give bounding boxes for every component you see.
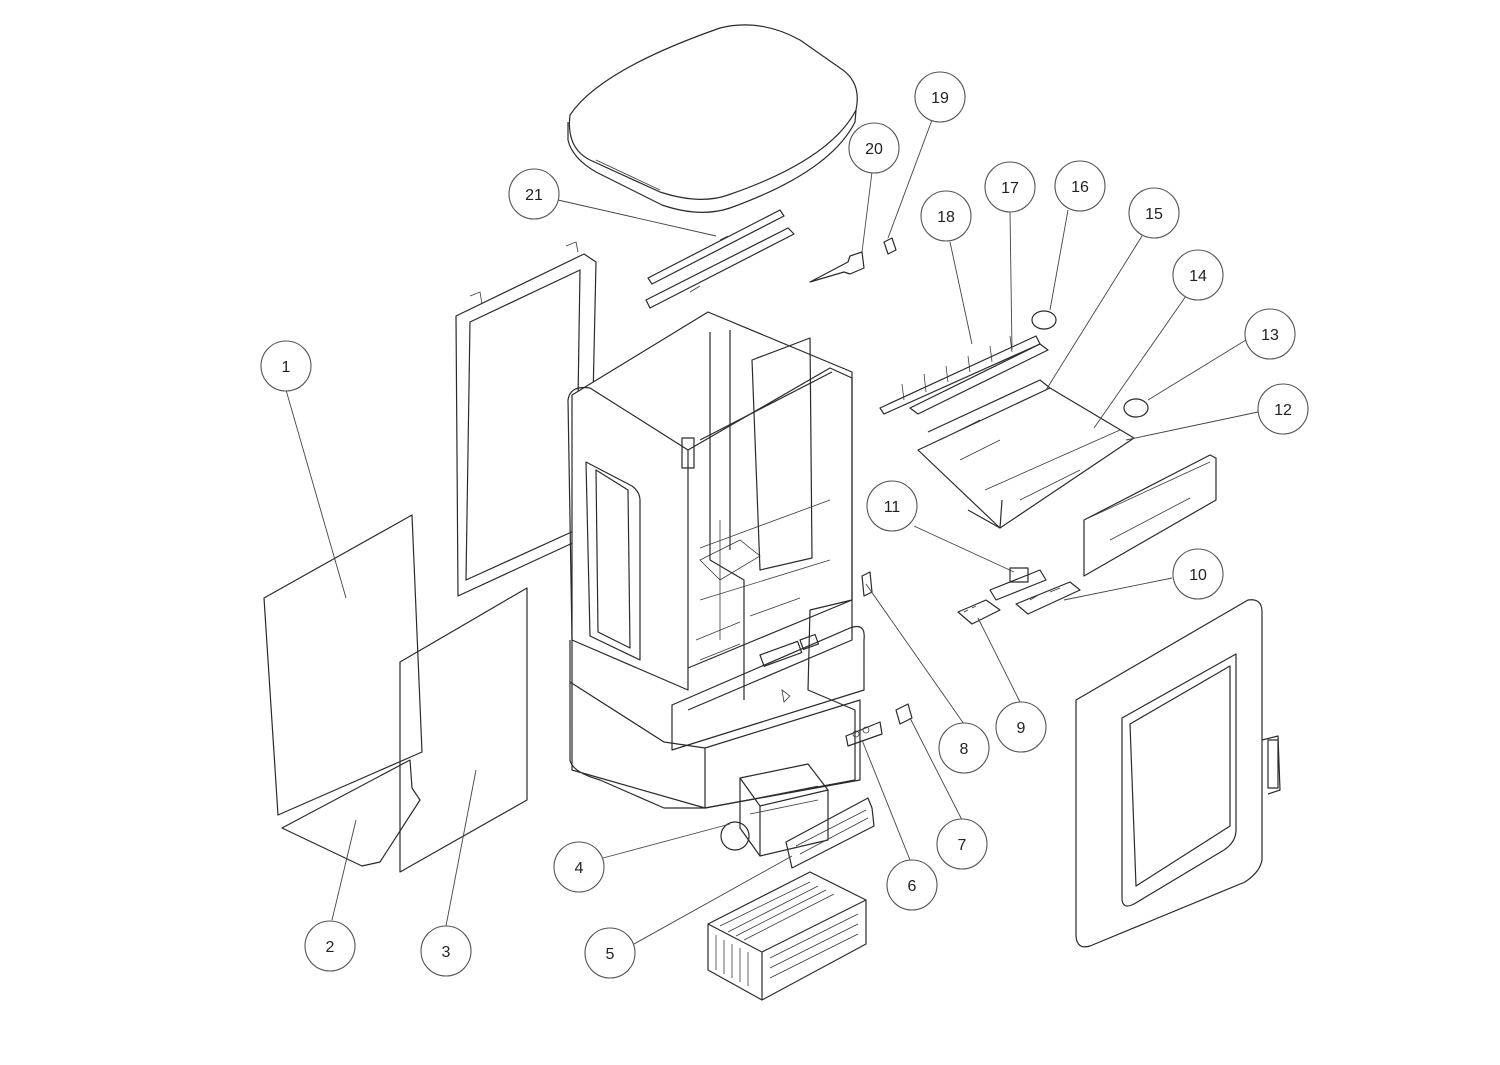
callout-label: 7 — [958, 837, 967, 854]
switch-parts — [845, 571, 913, 747]
callout-label: 4 — [575, 860, 584, 877]
callout-18: 18 — [920, 190, 972, 242]
callout-label: 20 — [865, 141, 883, 158]
callout-1: 1 — [260, 340, 312, 392]
callout-label: 16 — [1071, 179, 1089, 196]
callout-label: 19 — [931, 90, 949, 107]
callout-21: 21 — [508, 168, 560, 220]
callout-16: 16 — [1054, 160, 1106, 212]
callout-label: 13 — [1261, 327, 1279, 344]
callout-label: 9 — [1017, 720, 1026, 737]
door-part — [1075, 599, 1281, 948]
callout-label: 15 — [1145, 206, 1163, 223]
callout-12: 12 — [1257, 383, 1309, 435]
top-rails-part — [645, 209, 795, 309]
leader-lines — [285, 119, 1259, 945]
callout-8: 8 — [938, 722, 990, 774]
callout-label: 8 — [960, 741, 969, 758]
callout-4: 4 — [553, 841, 605, 893]
callout-15: 15 — [1128, 187, 1180, 239]
callout-label: 17 — [1001, 180, 1019, 197]
callout-label: 11 — [884, 499, 901, 516]
side-panels-parts — [263, 514, 528, 873]
callout-label: 14 — [1189, 268, 1207, 285]
burner-assembly-parts — [879, 310, 1217, 577]
callout-label: 5 — [606, 946, 615, 963]
fan-units-parts — [720, 763, 875, 869]
callout-2: 2 — [304, 920, 356, 972]
callout-9: 9 — [995, 701, 1047, 753]
callout-3: 3 — [420, 925, 472, 977]
callout-17: 17 — [984, 161, 1036, 213]
top-lid-part — [567, 24, 858, 213]
callout-label: 18 — [937, 209, 955, 226]
control-boards-parts — [957, 567, 1081, 625]
callout-label: 2 — [326, 939, 335, 956]
bracket-sensor-parts — [809, 237, 897, 283]
callout-19: 19 — [914, 71, 966, 123]
callout-label: 10 — [1189, 567, 1207, 584]
callout-5: 5 — [584, 927, 636, 979]
stove-body-part — [567, 311, 865, 809]
basket-part — [707, 871, 867, 1001]
callout-20: 20 — [848, 122, 900, 174]
callout-14: 14 — [1172, 249, 1224, 301]
callout-label: 3 — [442, 944, 451, 961]
callout-6: 6 — [886, 859, 938, 911]
callout-label: 21 — [525, 187, 543, 204]
callout-7: 7 — [936, 818, 988, 870]
callout-11: 11 — [866, 480, 918, 532]
callout-10: 10 — [1172, 548, 1224, 600]
callout-label: 6 — [908, 878, 917, 895]
callout-label: 12 — [1274, 402, 1292, 419]
callout-label: 1 — [282, 359, 291, 376]
callout-13: 13 — [1244, 308, 1296, 360]
